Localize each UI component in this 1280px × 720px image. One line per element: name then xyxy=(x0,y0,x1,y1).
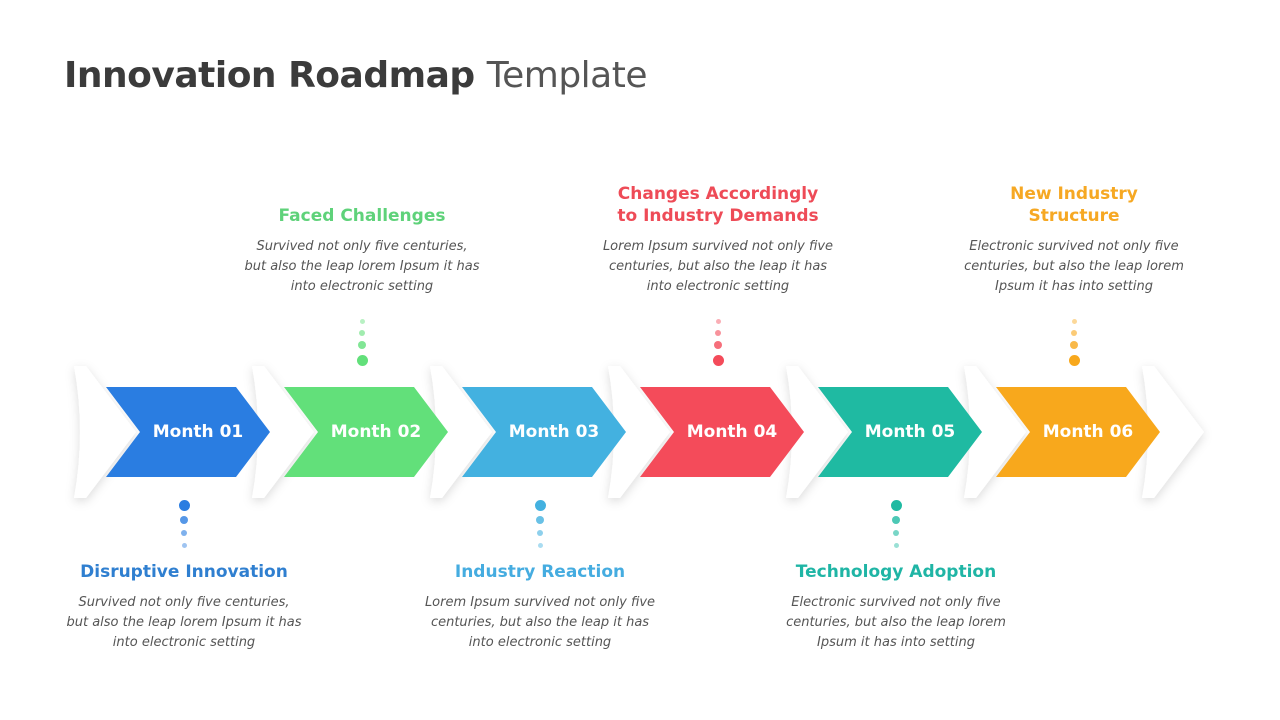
milestone-heading: New Industry Structure xyxy=(1010,184,1138,226)
connector-dot xyxy=(178,499,190,511)
month-chevron xyxy=(106,387,270,477)
connector-dot xyxy=(1071,330,1077,336)
connector-dot xyxy=(180,516,188,524)
month-label: Month 06 xyxy=(1042,422,1134,442)
month-label: Month 04 xyxy=(686,422,778,442)
chevron-backing xyxy=(74,366,136,498)
milestone-heading: Industry Reaction xyxy=(454,562,626,582)
milestone-description: Electronic survived not only five centur… xyxy=(786,595,1006,650)
month-label: Month 01 xyxy=(152,422,244,442)
month-chevron xyxy=(462,387,626,477)
milestone-description: Survived not only five centuries, but al… xyxy=(244,239,480,294)
month-label: Month 02 xyxy=(330,422,422,442)
milestone-heading: Technology Adoption xyxy=(795,562,997,582)
month-chevron xyxy=(640,387,804,477)
chevron-backing xyxy=(964,366,1026,498)
title-light: Template xyxy=(486,55,648,96)
connector-dot xyxy=(892,516,900,524)
connector-dot xyxy=(537,530,543,536)
connector-dot xyxy=(181,530,187,536)
chevron-backing xyxy=(252,366,314,498)
milestone-heading: Disruptive Innovation xyxy=(80,562,288,582)
connector-dot xyxy=(893,542,899,548)
connector-dot xyxy=(359,318,365,324)
connector-dot xyxy=(537,542,543,548)
title-bold: Innovation Roadmap xyxy=(64,55,475,96)
month-label: Month 05 xyxy=(864,422,956,442)
chevron-backing xyxy=(786,366,848,498)
month-chevron xyxy=(818,387,982,477)
milestone-description: Lorem Ipsum survived not only five centu… xyxy=(424,595,656,650)
connector-dot xyxy=(534,499,546,511)
milestone-description: Lorem Ipsum survived not only five centu… xyxy=(602,239,834,294)
connector-dot xyxy=(1070,341,1078,349)
connector-dot xyxy=(712,354,724,366)
milestone-heading: Changes Accordingly to Industry Demands xyxy=(617,184,819,226)
connector-dot xyxy=(715,330,721,336)
milestone-heading: Faced Challenges xyxy=(278,206,446,226)
connector-dot xyxy=(358,341,366,349)
connector-dot xyxy=(893,530,899,536)
chevron-backing xyxy=(608,366,670,498)
month-label: Month 03 xyxy=(508,422,600,442)
connector-dot xyxy=(1071,318,1077,324)
milestone-description: Survived not only five centuries, but al… xyxy=(66,595,302,650)
chevron-backing xyxy=(1142,366,1204,498)
chevron-backing xyxy=(430,366,492,498)
connector-dot xyxy=(714,341,722,349)
milestone-description: Electronic survived not only five centur… xyxy=(964,239,1184,294)
connector-dot xyxy=(715,318,721,324)
connector-dot xyxy=(181,542,187,548)
connector-dot xyxy=(356,354,368,366)
connector-dot xyxy=(359,330,365,336)
page-title: Innovation Roadmap Template xyxy=(64,52,648,100)
month-chevron xyxy=(284,387,448,477)
connector-dot xyxy=(1068,354,1080,366)
month-chevron xyxy=(996,387,1160,477)
connector-dot xyxy=(890,499,902,511)
connector-dot xyxy=(536,516,544,524)
